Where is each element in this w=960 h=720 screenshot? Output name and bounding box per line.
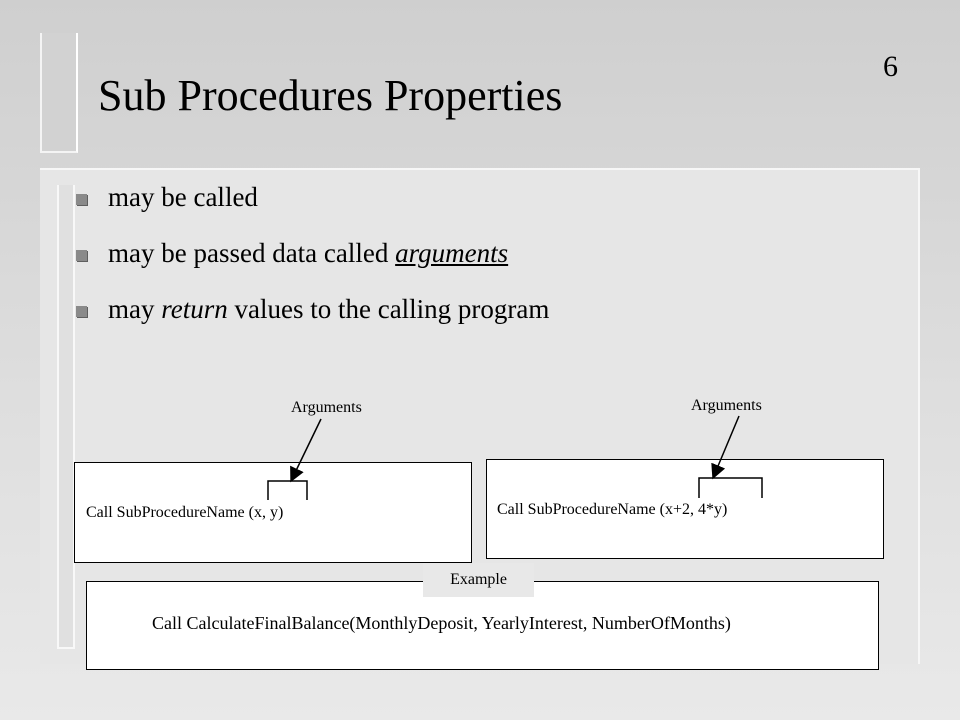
left-argument-bracket	[267, 480, 308, 500]
right-call-text: Call SubProcedureName (x+2, 4*y)	[497, 501, 728, 518]
bullet-text: may be called	[108, 182, 258, 212]
example-call-text: Call CalculateFinalBalance(MonthlyDeposi…	[152, 613, 731, 633]
side-accent-bar	[57, 185, 75, 649]
bullet-text-prefix: may	[108, 294, 162, 324]
left-call-box: Call SubProcedureName (x, y)	[74, 462, 472, 563]
left-arguments-label: Arguments	[291, 399, 362, 416]
example-tab-label: Example	[423, 563, 534, 597]
bullet-text-prefix: may be passed data called	[108, 238, 396, 268]
right-arguments-label: Arguments	[691, 397, 762, 414]
bullet-square-icon	[76, 250, 87, 261]
right-argument-arrow	[711, 415, 740, 480]
title-accent-bar	[40, 33, 78, 153]
bullet-text: may return values to the calling program	[108, 294, 549, 325]
left-argument-arrow	[290, 418, 322, 483]
bullet-text: may be passed data called arguments	[108, 238, 508, 269]
return-term: return	[161, 294, 228, 324]
bullet-square-icon	[76, 306, 87, 317]
right-call-box: Call SubProcedureName (x+2, 4*y)	[486, 459, 884, 559]
bullet-text-suffix: values to the calling program	[227, 294, 550, 324]
arguments-term: arguments	[395, 238, 509, 268]
right-argument-bracket	[698, 477, 763, 498]
bullet-square-icon	[76, 194, 87, 205]
slide-title: Sub Procedures Properties	[98, 71, 563, 120]
page-number: 6	[883, 50, 898, 83]
left-call-text: Call SubProcedureName (x, y)	[86, 504, 284, 521]
